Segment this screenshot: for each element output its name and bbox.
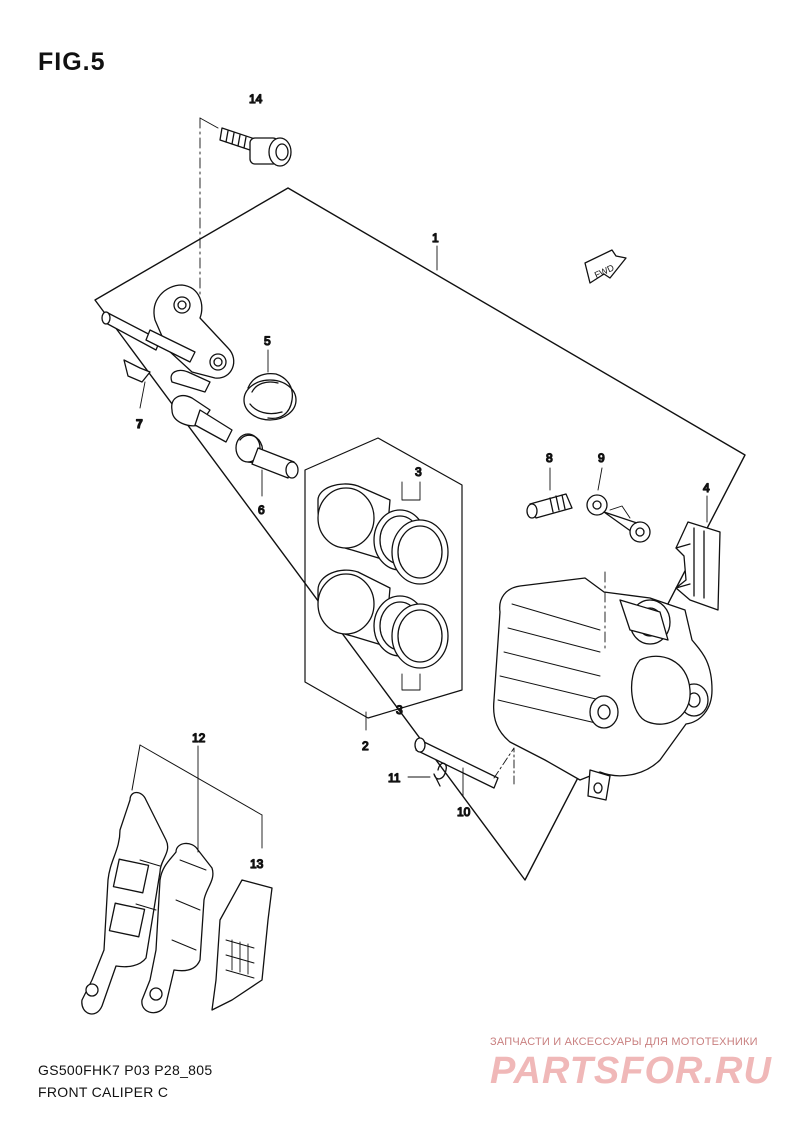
callout-3-bottom: 3 [396, 703, 403, 717]
callout-1: 1 [432, 231, 439, 245]
figure-label: FIG.5 [38, 48, 106, 76]
callout-13: 13 [250, 857, 264, 871]
pad-spring-4 [676, 496, 720, 610]
seals-3 [374, 482, 448, 690]
clip-11 [408, 763, 446, 786]
bracket-9 [587, 468, 650, 542]
callout-5: 5 [264, 334, 271, 348]
callout-11: 11 [388, 771, 401, 785]
callout-10: 10 [457, 805, 471, 819]
bracket-7 [102, 285, 234, 442]
pad-pin-10 [415, 738, 514, 796]
caliper-body [494, 572, 712, 800]
model-code: GS500FHK7 P03 P28_805 [38, 1062, 213, 1078]
callout-14: 14 [249, 92, 263, 106]
bolt-14 [200, 118, 291, 310]
bleeder-8 [527, 468, 572, 518]
callout-7: 7 [136, 417, 143, 431]
callout-3-top: 3 [415, 465, 422, 479]
pin-6 [236, 434, 298, 496]
assembly-frame [95, 188, 745, 880]
watermark-subtitle: ЗАПЧАСТИ И АКСЕССУАРЫ ДЛЯ МОТОТЕХНИКИ [490, 1036, 758, 1048]
pistons-2 [318, 484, 390, 646]
brake-pad-12 [82, 746, 213, 1014]
callout-8: 8 [546, 451, 553, 465]
callout-4: 4 [703, 481, 710, 495]
boot-5 [244, 350, 296, 420]
diagram-caption: FRONT CALIPER C [38, 1084, 169, 1100]
shim-13 [212, 815, 272, 1010]
callout-6: 6 [258, 503, 265, 517]
fwd-arrow-icon: FWD [585, 250, 626, 283]
callout-12: 12 [192, 731, 206, 745]
callout-9: 9 [598, 451, 605, 465]
piston-group-frame [305, 438, 462, 718]
watermark-brand: PARTSFOR.RU [490, 1050, 772, 1092]
callout-2: 2 [362, 739, 369, 753]
pad-group-frame [140, 745, 262, 815]
